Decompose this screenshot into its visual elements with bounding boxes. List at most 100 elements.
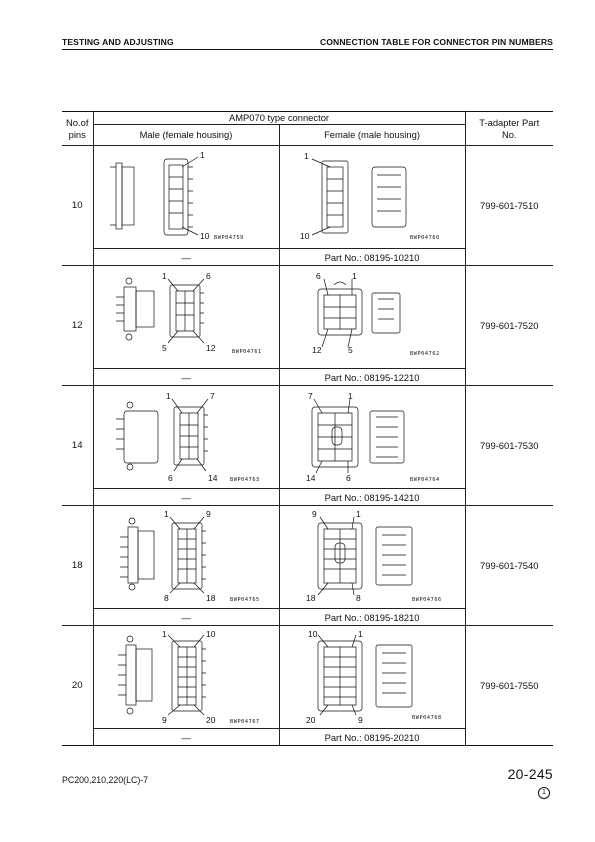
table-row: 12 1 6 5 [62, 265, 553, 386]
t-adapter-part: 799-601-7540 [464, 505, 553, 626]
male-pin-label: 9 [206, 509, 211, 519]
male-connector-figure: 1 6 5 12 BWP04761 [92, 265, 280, 369]
female-connector-20-drawing: 10 1 20 9 BWP04768 [306, 629, 442, 725]
figure-code: BWP04760 [410, 235, 440, 241]
figure-code: BWP04763 [230, 477, 260, 483]
male-connector-10-drawing: 1 10 BWP04759 [110, 150, 244, 241]
connector-table: No.of pins AMP070 type connector T-adapt… [62, 111, 553, 746]
female-pin-label: 20 [306, 715, 316, 725]
male-connector-14-drawing: 1 7 6 14 BWP04763 [116, 391, 260, 483]
male-pin-label: 6 [168, 473, 173, 483]
male-connector-figure: 1 10 BWP04759 [92, 145, 280, 249]
figure-code: BWP04764 [410, 477, 440, 483]
male-part-no: — [92, 608, 280, 626]
header-tadapter: T-adapter Part No. [464, 111, 553, 146]
female-connector-18-drawing: 9 1 18 8 BWP04766 [306, 509, 442, 603]
female-pin-label: 1 [352, 271, 357, 281]
female-pin-label: 7 [308, 391, 313, 401]
female-pin-label: 9 [312, 509, 317, 519]
female-connector-figure: 1 10 BWP04760 [278, 145, 466, 249]
male-pin-label: 18 [206, 593, 216, 603]
male-connector-20-drawing: 1 10 9 20 BWP04767 [118, 629, 260, 725]
female-pin-label: 10 [300, 231, 310, 241]
t-adapter-part: 799-601-7530 [464, 385, 553, 506]
model-number: PC200,210,220(LC)-7 [62, 775, 149, 785]
male-pin-label: 10 [206, 629, 216, 639]
pin-count: 18 [62, 505, 94, 626]
page-number: 20-245 [507, 766, 553, 782]
male-pin-label: 9 [162, 715, 167, 725]
female-pin-label: 18 [306, 593, 316, 603]
male-connector-18-drawing: 1 9 8 18 BWP04765 [120, 509, 260, 603]
female-pin-label: 14 [306, 473, 316, 483]
female-part-no: Part No.: 08195-18210 [278, 608, 466, 626]
male-pin-label: 10 [200, 231, 210, 241]
female-pin-label: 1 [358, 629, 363, 639]
figure-code: BWP04768 [412, 715, 442, 721]
male-pin-label: 5 [162, 343, 167, 353]
female-part-no: Part No.: 08195-20210 [278, 728, 466, 746]
female-pin-label: 6 [346, 473, 351, 483]
female-connector-figure: 7 1 14 6 BWP04764 [278, 385, 466, 489]
female-pin-label: 1 [348, 391, 353, 401]
male-pin-label: 1 [200, 150, 205, 160]
table-row: 20 1 10 9 [62, 625, 553, 746]
figure-code: BWP04766 [412, 597, 442, 603]
male-pin-label: 1 [162, 271, 167, 281]
female-pin-label: 12 [312, 345, 322, 355]
male-connector-figure: 1 10 9 20 BWP04767 [92, 625, 280, 729]
figure-code: BWP04767 [230, 719, 260, 725]
figure-code: BWP04765 [230, 597, 260, 603]
t-adapter-part: 799-601-7510 [464, 145, 553, 266]
female-connector-12-drawing: 6 1 12 5 BWP04762 [312, 271, 440, 357]
figure-code: BWP04761 [232, 349, 262, 355]
male-pin-label: 20 [206, 715, 216, 725]
pin-count: 20 [62, 625, 94, 746]
figure-code: BWP04759 [214, 235, 244, 241]
male-part-no: — [92, 488, 280, 506]
table-row: 14 1 7 6 14 [62, 385, 553, 506]
male-connector-figure: 1 7 6 14 BWP04763 [92, 385, 280, 489]
male-pin-label: 14 [208, 473, 218, 483]
figure-code: BWP04762 [410, 351, 440, 357]
pin-count: 14 [62, 385, 94, 506]
male-pin-label: 7 [210, 391, 215, 401]
male-connector-12-drawing: 1 6 5 12 BWP04761 [116, 271, 262, 355]
female-pin-label: 1 [356, 509, 361, 519]
male-pin-label: 8 [164, 593, 169, 603]
header-group: AMP070 type connector [92, 111, 466, 125]
male-pin-label: 6 [206, 271, 211, 281]
revision-mark: 1 [538, 787, 550, 799]
female-connector-14-drawing: 7 1 14 6 BWP04764 [306, 391, 440, 483]
pin-count: 12 [62, 265, 94, 386]
header-male: Male (female housing) [92, 124, 280, 146]
female-pin-label: 1 [304, 151, 309, 161]
section-title: TESTING AND ADJUSTING [62, 37, 174, 47]
female-connector-figure: 6 1 12 5 BWP04762 [278, 265, 466, 369]
pin-count: 10 [62, 145, 94, 266]
t-adapter-part: 799-601-7550 [464, 625, 553, 746]
female-part-no: Part No.: 08195-14210 [278, 488, 466, 506]
female-connector-figure: 10 1 20 9 BWP04768 [278, 625, 466, 729]
header-female: Female (male housing) [278, 124, 466, 146]
male-pin-label: 1 [164, 509, 169, 519]
header-rule [62, 49, 553, 50]
female-part-no: Part No.: 08195-10210 [278, 248, 466, 266]
table-row: 18 1 9 8 [62, 505, 553, 626]
header-pins: No.of pins [62, 111, 94, 146]
female-pin-label: 10 [308, 629, 318, 639]
male-part-no: — [92, 248, 280, 266]
female-part-no: Part No.: 08195-12210 [278, 368, 466, 386]
female-pin-label: 6 [316, 271, 321, 281]
female-pin-label: 9 [358, 715, 363, 725]
male-part-no: — [92, 368, 280, 386]
male-pin-label: 12 [206, 343, 216, 353]
female-pin-label: 5 [348, 345, 353, 355]
table-row: 10 1 10 BWP04759 [62, 145, 553, 266]
male-pin-label: 1 [166, 391, 171, 401]
page-title: CONNECTION TABLE FOR CONNECTOR PIN NUMBE… [319, 37, 553, 47]
male-pin-label: 1 [162, 629, 167, 639]
female-pin-label: 8 [356, 593, 361, 603]
female-connector-figure: 9 1 18 8 BWP04766 [278, 505, 466, 609]
male-connector-figure: 1 9 8 18 BWP04765 [92, 505, 280, 609]
